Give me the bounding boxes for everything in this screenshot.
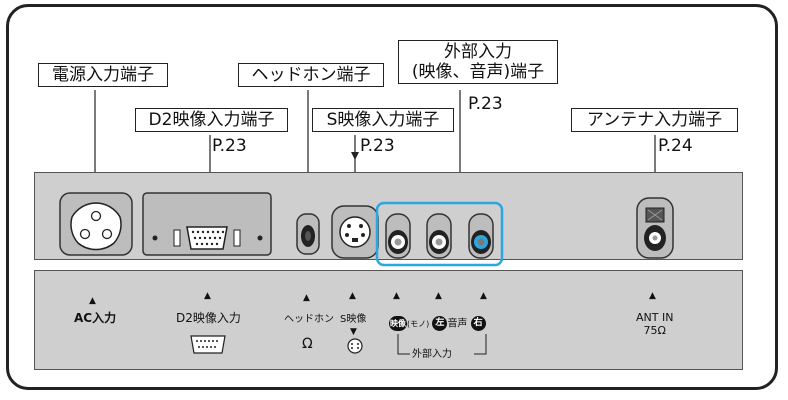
ref-d2: P.23 xyxy=(212,136,247,156)
marker-s-video: ▲ xyxy=(349,291,356,301)
marker-video: ▲ xyxy=(393,291,400,301)
headphone-jack xyxy=(296,213,320,255)
bottom-label-s-video: S映像 xyxy=(340,314,367,325)
back-panel-bottom xyxy=(34,270,743,370)
label-s-video: S映像入力端子 xyxy=(312,108,454,132)
ac-inlet xyxy=(59,192,133,256)
label-antenna: アンテナ入力端子 xyxy=(571,108,738,132)
rca-video-jack xyxy=(385,213,411,259)
marker-ac: ▲ xyxy=(89,296,96,306)
bottom-label-d2: D2映像入力 xyxy=(176,311,241,325)
label-headphone: ヘッドホン端子 xyxy=(238,63,384,87)
ref-antenna: P.24 xyxy=(658,136,693,156)
bottom-label-headphone: ヘッドホン xyxy=(284,314,334,325)
d2-connector xyxy=(142,192,272,256)
label-power-input: 電源入力端子 xyxy=(38,63,168,87)
headphone-symbol: Ω xyxy=(302,336,313,352)
audio-label: 音声 xyxy=(447,318,468,330)
marker-headphone: ▲ xyxy=(303,293,310,303)
video-badge: 映像 xyxy=(389,316,407,331)
ref-external: P.23 xyxy=(468,94,503,114)
s-video-down-arrow: ▼ xyxy=(350,327,357,337)
marker-d2: ▲ xyxy=(204,291,211,301)
external-line1: 外部入力 xyxy=(444,42,512,62)
s-video-jack xyxy=(331,205,379,259)
marker-left: ▲ xyxy=(435,291,442,301)
rca-audio-right-jack xyxy=(468,213,494,259)
marker-right: ▲ xyxy=(480,291,487,301)
ref-s-video: P.23 xyxy=(360,136,395,156)
mono-label: (モノ) xyxy=(407,319,430,329)
bottom-label-ant-in: ANT IN 75Ω xyxy=(636,311,673,337)
ant-in-line2: 75Ω xyxy=(643,324,666,337)
bottom-label-external-row: 映像(モノ) 左音声 右 xyxy=(389,316,486,333)
label-d2-input: D2映像入力端子 xyxy=(135,108,288,132)
rca-audio-left-jack xyxy=(426,213,452,259)
left-badge: 左 xyxy=(432,316,448,331)
antenna-connector xyxy=(636,197,674,259)
bottom-label-external: 外部入力 xyxy=(412,349,452,360)
external-input-highlight xyxy=(375,201,504,267)
external-line2: (映像、音声)端子 xyxy=(411,62,545,82)
ant-in-line1: ANT IN xyxy=(636,311,674,324)
bottom-label-ac: AC入力 xyxy=(74,311,117,325)
label-external-input: 外部入力 (映像、音声)端子 xyxy=(398,40,558,84)
right-badge: 右 xyxy=(470,316,486,331)
marker-antenna: ▲ xyxy=(649,291,656,301)
